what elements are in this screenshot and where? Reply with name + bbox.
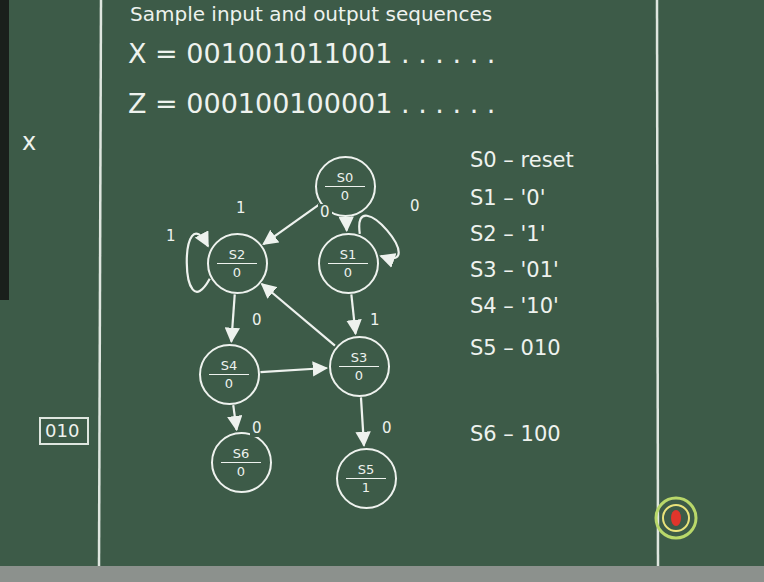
state-divider [217, 263, 257, 264]
state-circle: S60 [211, 432, 272, 493]
state-name: S2 [229, 247, 246, 262]
state-name: S5 [358, 462, 375, 477]
input-label: 0 [250, 312, 264, 329]
state-name: S6 [233, 446, 250, 461]
input-label: 0 [318, 204, 332, 221]
input-label: 1 [164, 228, 178, 245]
state-divider [339, 366, 379, 367]
state-output: 0 [225, 376, 233, 391]
state-divider [325, 186, 365, 187]
chalk-line [657, 0, 658, 566]
state-output: 0 [233, 265, 241, 280]
chalk-note: x [22, 128, 36, 156]
transition-arrow [233, 405, 236, 430]
state-output: 0 [344, 265, 352, 280]
state-output: 0 [355, 368, 363, 383]
transition-arrow [262, 284, 335, 346]
input-label: 1 [368, 312, 382, 329]
state-name: S0 [337, 170, 354, 185]
state-circle: S30 [329, 336, 390, 397]
state-output: 1 [362, 480, 370, 495]
transition-arrow [361, 397, 364, 445]
state-output: 0 [237, 464, 245, 479]
state-legend: S2 – '1' [470, 222, 545, 246]
state-name: S3 [351, 350, 368, 365]
state-circle: S40 [199, 344, 260, 405]
state-name: S4 [221, 358, 238, 373]
state-circle: S20 [207, 233, 268, 294]
transition-arrow [263, 204, 319, 244]
transition-arrow [359, 216, 398, 259]
chalk-note: 010 [45, 420, 79, 441]
board-edge [0, 0, 9, 300]
state-legend: S3 – '01' [470, 258, 559, 282]
state-divider [328, 263, 368, 264]
input-label: 1 [234, 200, 248, 217]
input-label: 0 [408, 198, 422, 215]
state-legend: S6 – 100 [470, 422, 561, 446]
sample-heading: Sample input and output sequences [130, 2, 492, 26]
state-circle: S10 [318, 233, 379, 294]
state-divider [209, 374, 249, 375]
state-legend: S1 – '0' [470, 186, 545, 210]
record-icon [663, 505, 689, 531]
record-icon [656, 498, 696, 538]
transition-arrow [345, 217, 348, 230]
transition-arrow [260, 368, 326, 372]
state-divider [346, 478, 386, 479]
output-sequence: Z = 000100100001 . . . . . . [128, 88, 495, 119]
state-legend: S0 – reset [470, 148, 574, 172]
state-circle: S51 [336, 448, 397, 509]
state-output: 0 [341, 188, 349, 203]
state-legend: S4 – '10' [470, 294, 559, 318]
record-icon [671, 510, 681, 526]
state-legend: S5 – 010 [470, 336, 561, 360]
input-sequence: X = 001001011001 . . . . . . [128, 38, 495, 69]
state-divider [221, 462, 261, 463]
input-label: 0 [250, 420, 264, 437]
transition-arrow [351, 294, 355, 333]
chalk-line [99, 0, 101, 566]
transition-arrow [231, 294, 234, 341]
input-label: 0 [380, 420, 394, 437]
chalk-box [40, 418, 88, 444]
state-name: S1 [340, 247, 357, 262]
board-frame [0, 566, 764, 582]
